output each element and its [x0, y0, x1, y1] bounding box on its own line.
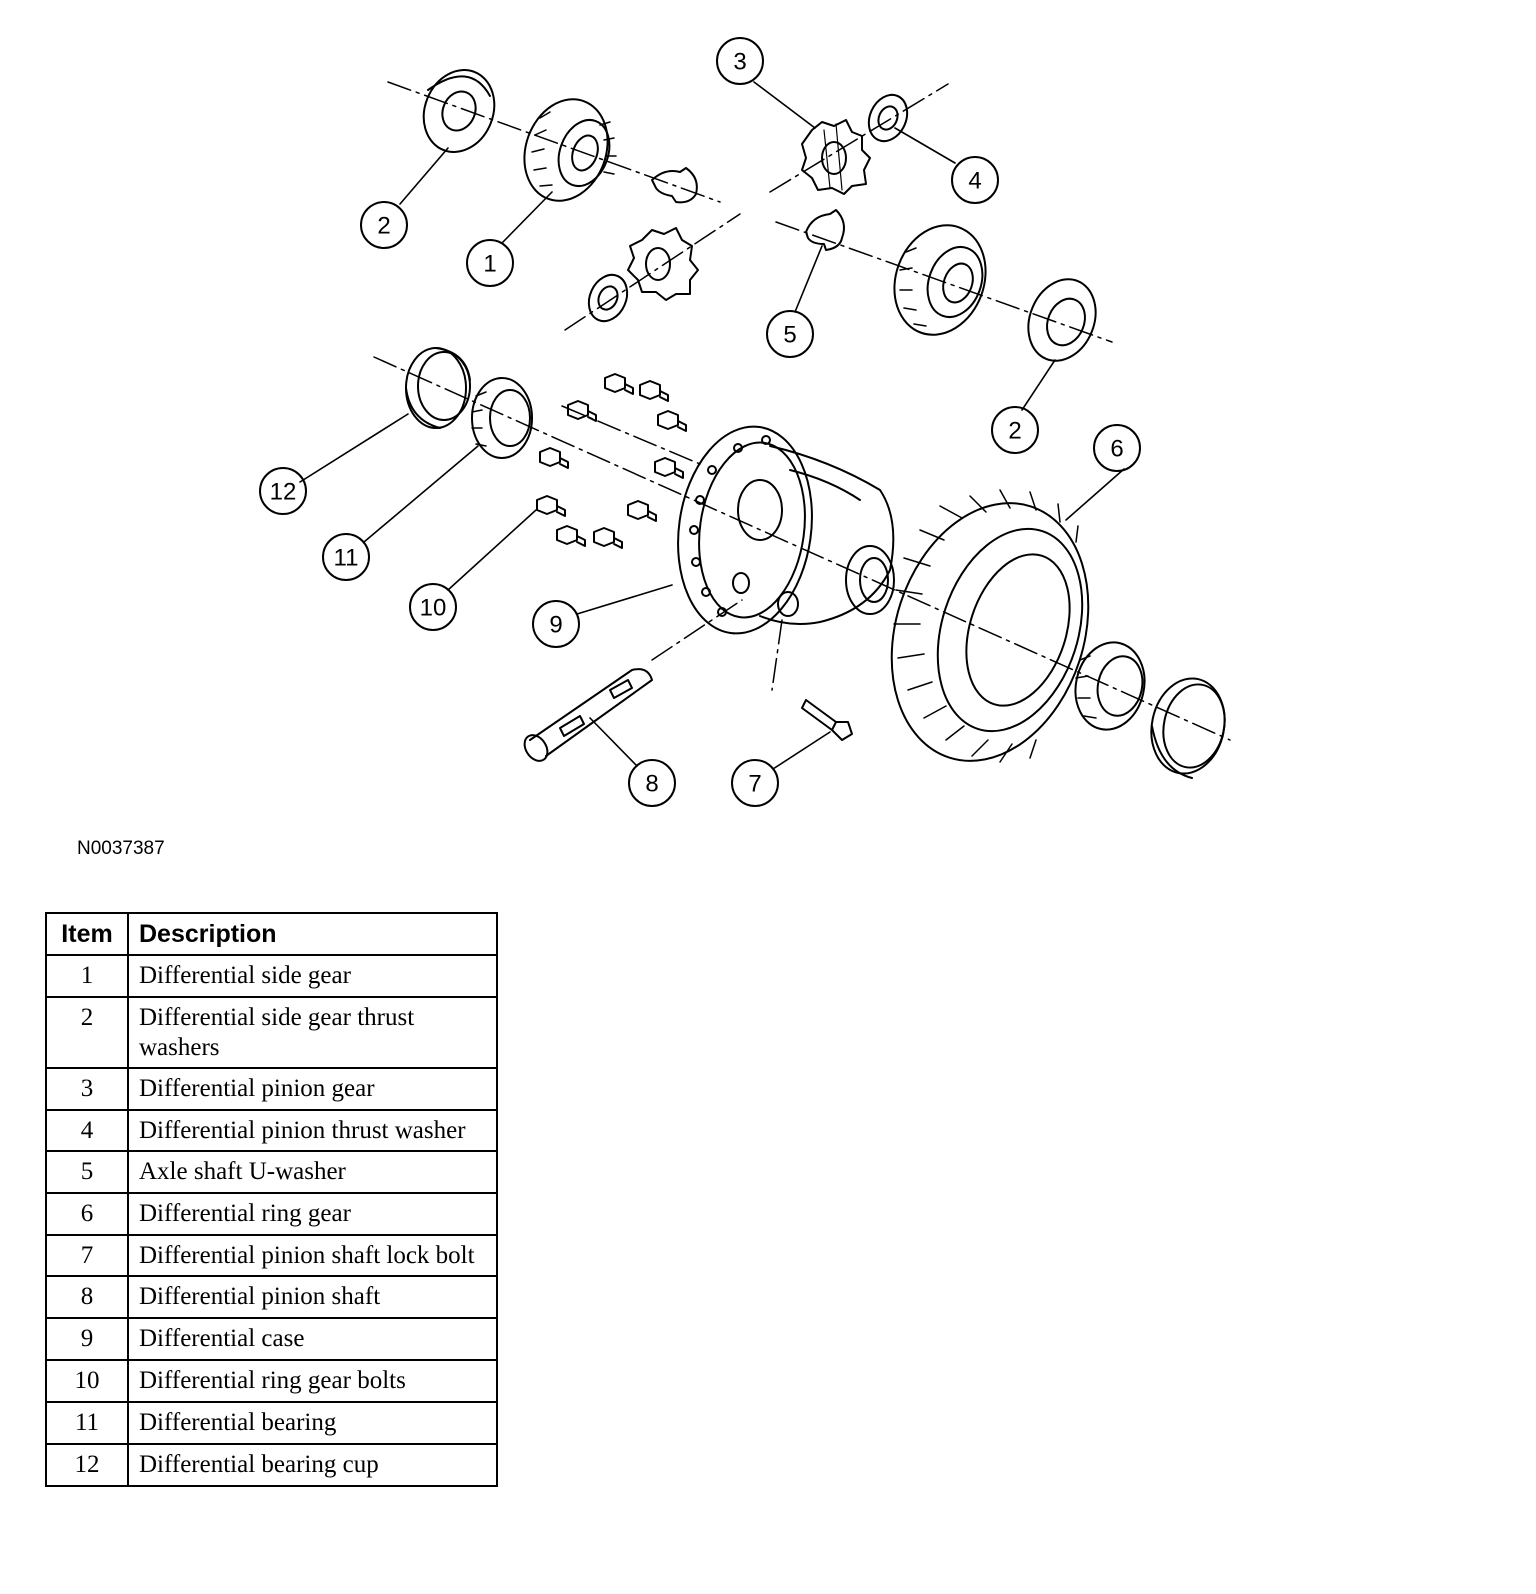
callout-label-11: 11 — [334, 545, 359, 572]
differential-bearing-right — [1074, 641, 1146, 731]
axle-shaft-u-washer-lower — [805, 209, 845, 251]
legend-item-number: 6 — [45, 1192, 129, 1236]
pinion-shaft-lock-bolt — [801, 699, 853, 741]
legend-item-number: 1 — [45, 954, 129, 998]
leader-lines — [299, 81, 1125, 770]
legend-row: 9 Differential case — [45, 1317, 498, 1361]
callout-label-9: 9 — [549, 612, 562, 639]
legend-item-description: Differential bearing cup — [127, 1443, 498, 1487]
legend-item-number: 8 — [45, 1275, 129, 1319]
legend-row: 3 Differential pinion gear — [45, 1067, 498, 1111]
legend-item-description: Axle shaft U-washer — [127, 1150, 498, 1194]
differential-bearing-cup-right — [1150, 677, 1226, 779]
legend-item-description: Differential ring gear — [127, 1192, 498, 1236]
differential-bearing-left — [471, 377, 533, 459]
differential-ring-gear — [890, 489, 1090, 763]
legend-item-description: Differential pinion gear — [127, 1067, 498, 1111]
callout-balloons — [259, 37, 1141, 807]
differential-pinion-thrust-washer-upper — [867, 93, 909, 143]
legend-row: 4 Differential pinion thrust washer — [45, 1109, 498, 1152]
legend-item-description: Differential side gear — [127, 954, 498, 998]
differential-side-gear-lower — [893, 224, 987, 336]
differential-pinion-gear-upper — [801, 119, 871, 195]
differential-ring-gear-bolts — [536, 373, 687, 549]
legend-row: 8 Differential pinion shaft — [45, 1275, 498, 1319]
callout-label-5: 5 — [783, 322, 796, 349]
differential-case — [677, 425, 895, 635]
legend-item-number: 4 — [45, 1109, 129, 1152]
legend-row: 1 Differential side gear — [45, 954, 498, 998]
legend-item-description: Differential side gear thrust washers — [127, 996, 498, 1069]
legend-item-number: 3 — [45, 1067, 129, 1111]
figure-id: N0037387 — [77, 838, 165, 859]
header-item: Item — [45, 912, 129, 956]
center-lines — [373, 81, 1231, 741]
axle-shaft-u-washer-upper — [651, 167, 698, 204]
legend-row: 10 Differential ring gear bolts — [45, 1359, 498, 1403]
legend-item-number: 2 — [45, 996, 129, 1069]
legend-row: 6 Differential ring gear — [45, 1192, 498, 1236]
callout-label-1: 1 — [483, 251, 496, 278]
legend-row: 5 Axle shaft U-washer — [45, 1150, 498, 1194]
legend-item-number: 7 — [45, 1234, 129, 1277]
differential-pinion-thrust-washer-lower — [587, 273, 629, 323]
callout-label-2: 2 — [377, 213, 390, 240]
legend-item-description: Differential bearing — [127, 1401, 498, 1445]
side-gear-thrust-washer-lower — [1027, 278, 1097, 362]
callout-label-10: 10 — [420, 595, 447, 622]
legend-row: 2 Differential side gear thrust washers — [45, 996, 498, 1069]
legend-item-description: Differential pinion shaft — [127, 1275, 498, 1319]
differential-bearing-cup-left — [405, 347, 471, 429]
legend-item-description: Differential case — [127, 1317, 498, 1361]
legend-item-number: 12 — [45, 1443, 129, 1487]
side-gear-thrust-washer-upper — [422, 69, 496, 153]
legend-header-row: Item Description — [45, 912, 498, 956]
differential-pinion-gear-lower — [627, 227, 699, 301]
legend-row: 7 Differential pinion shaft lock bolt — [45, 1234, 498, 1277]
callout-label-8: 8 — [645, 771, 658, 798]
callout-label-4: 4 — [968, 168, 981, 195]
callout-label-12: 12 — [270, 479, 297, 506]
legend-row: 11 Differential bearing — [45, 1401, 498, 1445]
legend-item-number: 11 — [45, 1401, 129, 1445]
callout-label-6: 6 — [1110, 436, 1123, 463]
parts-legend-table: Item Description 1 Differential side gea… — [45, 912, 498, 1487]
callout-label-7: 7 — [748, 771, 761, 798]
legend-item-number: 10 — [45, 1359, 129, 1403]
header-description: Description — [127, 912, 498, 956]
differential-side-gear-upper — [523, 98, 617, 202]
legend-item-number: 9 — [45, 1317, 129, 1361]
exploded-view-diagram: 1 2 3 4 5 2 6 7 8 9 10 11 12 — [259, 37, 1231, 807]
legend-item-number: 5 — [45, 1150, 129, 1194]
callout-label-3: 3 — [733, 49, 746, 76]
legend-item-description: Differential ring gear bolts — [127, 1359, 498, 1403]
differential-pinion-shaft — [523, 668, 653, 762]
legend-item-description: Differential pinion thrust washer — [127, 1109, 498, 1152]
callout-label-2-lower: 2 — [1008, 418, 1021, 445]
legend-item-description: Differential pinion shaft lock bolt — [127, 1234, 498, 1277]
legend-row: 12 Differential bearing cup — [45, 1443, 498, 1487]
